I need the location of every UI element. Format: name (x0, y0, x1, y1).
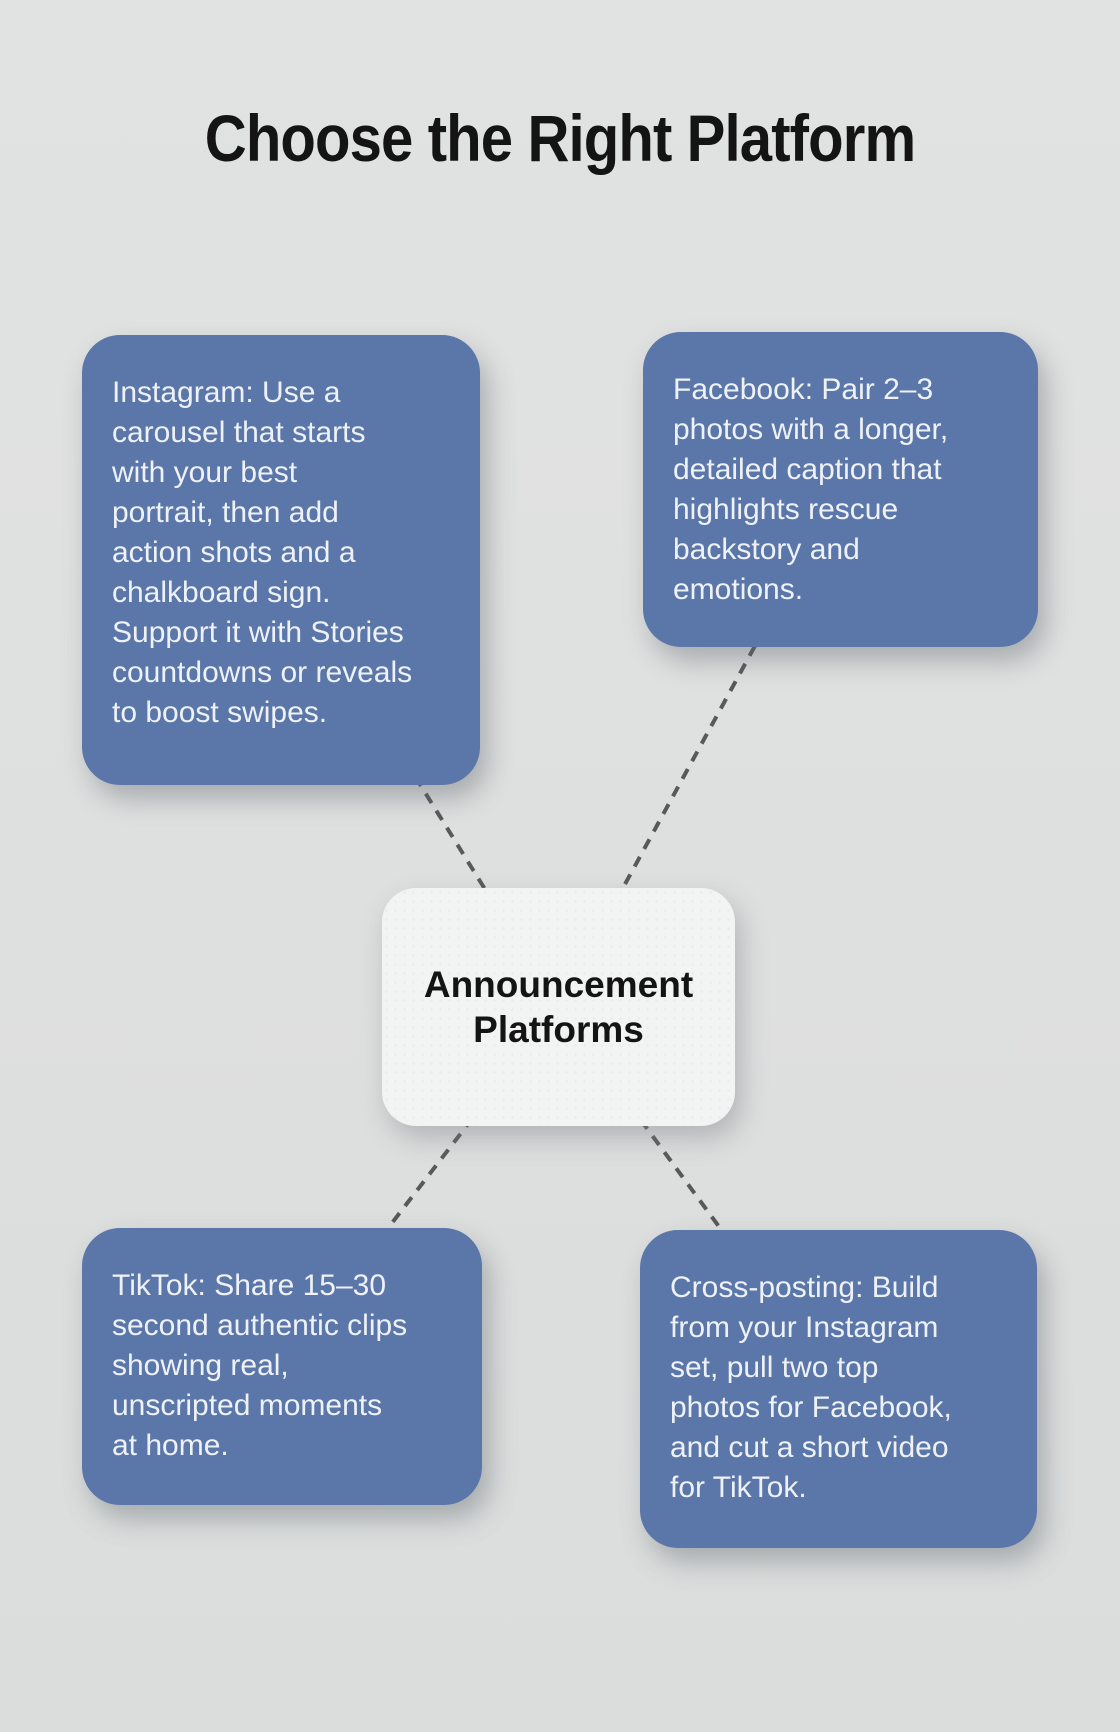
center-node-label: Announcement Platforms (423, 964, 694, 1050)
node-tiktok-text: TikTok: Share 15–30 second authentic cli… (112, 1269, 408, 1462)
node-instagram: Instagram: Use a carousel that starts wi… (82, 335, 480, 785)
node-crossposting-text: Cross-posting: Build from your Instagram… (670, 1271, 952, 1504)
node-tiktok: TikTok: Share 15–30 second authentic cli… (82, 1228, 482, 1505)
node-facebook: Facebook: Pair 2–3 photos with a longer,… (643, 332, 1038, 647)
connector-tiktok (280, 1005, 560, 1368)
node-instagram-text: Instagram: Use a carousel that starts wi… (112, 376, 413, 729)
page-title: Choose the Right Platform (204, 101, 916, 175)
node-facebook-text: Facebook: Pair 2–3 photos with a longer,… (673, 373, 949, 606)
node-crossposting: Cross-posting: Build from your Instagram… (640, 1230, 1037, 1548)
center-node: Announcement Platforms (382, 888, 735, 1126)
